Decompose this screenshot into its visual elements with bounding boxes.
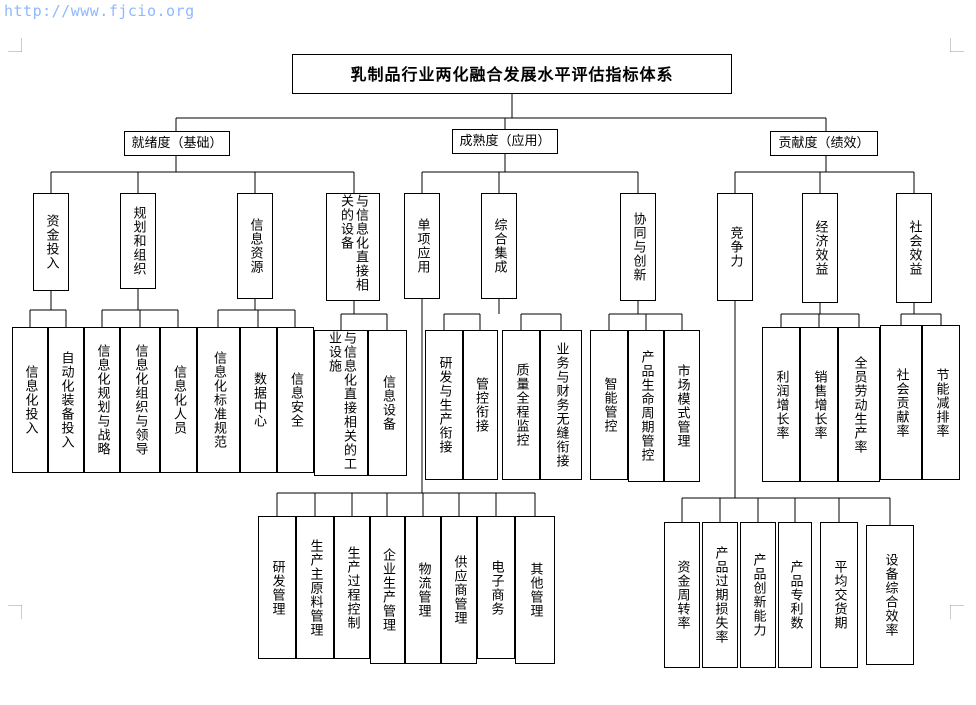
level2-node: 社会效益 [896,193,932,303]
level3-node: 产品专利数 [778,522,812,668]
level3-node: 信息化组织与领导 [120,327,160,473]
level3-node: 供应商管理 [441,516,477,664]
level2-node: 资金投入 [33,193,69,291]
level3-node: 利润增长率 [762,327,800,482]
level1-node: 贡献度（绩效） [770,131,878,156]
level3-node: 生产主原料管理 [296,516,334,659]
level3-node: 信息化标准规范 [197,327,240,473]
level3-node: 物流管理 [405,516,441,664]
level3-node: 智能管控 [590,330,628,480]
level3-node: 信息设备 [368,330,407,476]
level2-node: 经济效益 [802,193,838,303]
level3-node: 产品生命周期管控 [628,330,664,482]
level3-node: 设备综合效率 [866,525,914,665]
level3-node: 产品过期损失率 [702,522,738,668]
level3-node: 企业生产管理 [370,516,405,664]
level2-node: 单项应用 [404,193,440,299]
level3-node: 管控衔接 [463,330,498,480]
level3-node: 信息安全 [277,327,314,473]
level3-node: 社会贡献率 [880,325,922,480]
level3-node: 业务与财务无缝衔接 [540,330,582,480]
level1-node: 就绪度（基础） [124,131,230,156]
level3-node: 研发管理 [258,516,296,659]
level3-node: 与信息化直接相关的工业设施 [314,330,368,476]
level3-node: 信息化人员 [160,327,197,473]
level3-node: 信息化规划与战略 [84,327,120,473]
level2-node: 与信息化直接相关的设备 [326,193,380,301]
level3-node: 资金周转率 [664,522,700,668]
level3-node: 平均交货期 [820,522,858,668]
level3-node: 全员劳动生产率 [838,327,880,482]
level3-node: 节能减排率 [922,325,960,480]
level3-node: 电子商务 [477,516,515,659]
level3-node: 销售增长率 [800,327,838,482]
level2-node: 综合集成 [481,193,517,299]
root-node: 乳制品行业两化融合发展水平评估指标体系 [292,54,732,94]
level3-node: 生产过程控制 [334,516,370,659]
level1-node: 成熟度（应用） [452,129,558,154]
level3-node: 其他管理 [515,516,555,664]
level3-node: 产品创新能力 [740,522,776,668]
level3-node: 质量全程监控 [502,330,540,480]
level3-node: 数据中心 [240,327,277,473]
level2-node: 协同与创新 [620,193,656,301]
level2-node: 信息资源 [237,193,273,299]
level3-node: 信息化投入 [12,327,48,473]
level3-node: 研发与生产衔接 [425,330,463,480]
level2-node: 规划和组织 [120,193,156,289]
level3-node: 自动化装备投入 [48,327,84,473]
level3-node: 市场模式管理 [664,330,700,482]
level2-node: 竞争力 [717,193,753,301]
watermark-url: http://www.fjcio.org [4,2,195,20]
